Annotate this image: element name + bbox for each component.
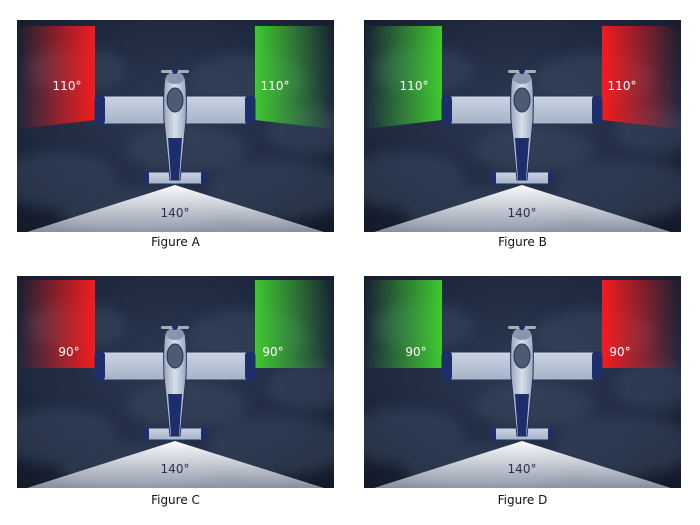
right-angle-label: 110° bbox=[608, 79, 637, 93]
left-angle-label: 110° bbox=[400, 79, 429, 93]
left-wingtip-cap bbox=[442, 96, 452, 124]
right-wingtip-light-sector bbox=[602, 280, 681, 368]
right-wingtip-cap bbox=[245, 96, 255, 124]
cloud-puff bbox=[207, 160, 334, 220]
fuselage-stripe bbox=[515, 394, 529, 436]
right-stabilizer-tip bbox=[548, 172, 554, 184]
right-wingtip-cap bbox=[592, 352, 602, 380]
cloud-puff bbox=[474, 384, 594, 428]
aircraft bbox=[441, 324, 603, 441]
tail-light-sector bbox=[27, 185, 324, 232]
left-wingtip-cap bbox=[95, 352, 105, 380]
cloud-puff bbox=[127, 384, 247, 428]
right-stabilizer-tip bbox=[201, 172, 207, 184]
fuselage-stripe bbox=[515, 138, 529, 180]
left-wingtip-light-sector bbox=[17, 26, 95, 128]
propeller-spinner bbox=[519, 68, 525, 74]
left-angle-label: 90° bbox=[58, 345, 79, 359]
right-wingtip-light-sector bbox=[602, 26, 681, 128]
left-wingtip-light-sector bbox=[17, 280, 95, 368]
rear-angle-label: 140° bbox=[161, 462, 190, 476]
figure-c-panel: 90° 90° 140° bbox=[17, 276, 334, 488]
fuselage-stripe bbox=[168, 394, 182, 436]
left-stabilizer-tip bbox=[143, 428, 149, 440]
engine-cowling bbox=[166, 72, 184, 84]
figure-a-panel: 110° 110° 140° bbox=[17, 20, 334, 232]
figure-a-caption: Figure A bbox=[151, 235, 200, 249]
figure-d-panel: 90° 90° 140° bbox=[364, 276, 681, 488]
engine-cowling bbox=[513, 328, 531, 340]
rear-angle-label: 140° bbox=[508, 206, 537, 220]
aircraft bbox=[441, 68, 603, 185]
cloud-puff bbox=[267, 362, 334, 410]
tail-light-sector bbox=[374, 441, 671, 488]
figure-svg: 110° 110° 140° bbox=[364, 20, 681, 232]
right-wingtip-cap bbox=[592, 96, 602, 124]
figure-b-caption: Figure B bbox=[498, 235, 547, 249]
right-angle-label: 90° bbox=[262, 345, 283, 359]
figure-svg: 110° 110° 140° bbox=[17, 20, 334, 232]
cockpit-canopy bbox=[513, 343, 531, 369]
right-stabilizer-tip bbox=[548, 428, 554, 440]
right-wingtip-cap bbox=[245, 352, 255, 380]
figure-svg: 90° 90° 140° bbox=[17, 276, 334, 488]
cloud-puff bbox=[554, 416, 681, 476]
cloud-puff bbox=[207, 416, 334, 476]
aircraft bbox=[94, 324, 256, 441]
tail-light-sector bbox=[374, 185, 671, 232]
figure-svg: 90° 90° 140° bbox=[364, 276, 681, 488]
propeller-spinner bbox=[519, 324, 525, 330]
fuselage-stripe bbox=[168, 138, 182, 180]
cockpit-canopy bbox=[513, 87, 531, 113]
left-angle-label: 90° bbox=[405, 345, 426, 359]
cloud-puff bbox=[127, 128, 247, 172]
right-wingtip-light-sector bbox=[255, 280, 334, 368]
cloud-puff bbox=[474, 128, 594, 172]
rear-angle-label: 140° bbox=[508, 462, 537, 476]
figure-d-caption: Figure D bbox=[497, 493, 548, 507]
right-stabilizer-tip bbox=[201, 428, 207, 440]
left-stabilizer-tip bbox=[490, 172, 496, 184]
propeller-spinner bbox=[172, 324, 178, 330]
cloud-puff bbox=[554, 160, 681, 220]
left-stabilizer-tip bbox=[143, 172, 149, 184]
left-angle-label: 110° bbox=[53, 79, 82, 93]
left-wingtip-cap bbox=[95, 96, 105, 124]
aircraft bbox=[94, 68, 256, 185]
engine-cowling bbox=[513, 72, 531, 84]
tail-light-sector bbox=[27, 441, 324, 488]
left-wingtip-cap bbox=[442, 352, 452, 380]
left-wingtip-light-sector bbox=[364, 26, 442, 128]
cockpit-canopy bbox=[166, 87, 184, 113]
rear-angle-label: 140° bbox=[161, 206, 190, 220]
figure-b-panel: 110° 110° 140° bbox=[364, 20, 681, 232]
right-angle-label: 90° bbox=[609, 345, 630, 359]
left-wingtip-light-sector bbox=[364, 280, 442, 368]
propeller-spinner bbox=[172, 68, 178, 74]
left-stabilizer-tip bbox=[490, 428, 496, 440]
right-wingtip-light-sector bbox=[255, 26, 334, 128]
right-angle-label: 110° bbox=[261, 79, 290, 93]
engine-cowling bbox=[166, 328, 184, 340]
figure-c-caption: Figure C bbox=[151, 493, 200, 507]
cockpit-canopy bbox=[166, 343, 184, 369]
cloud-puff bbox=[614, 362, 681, 410]
